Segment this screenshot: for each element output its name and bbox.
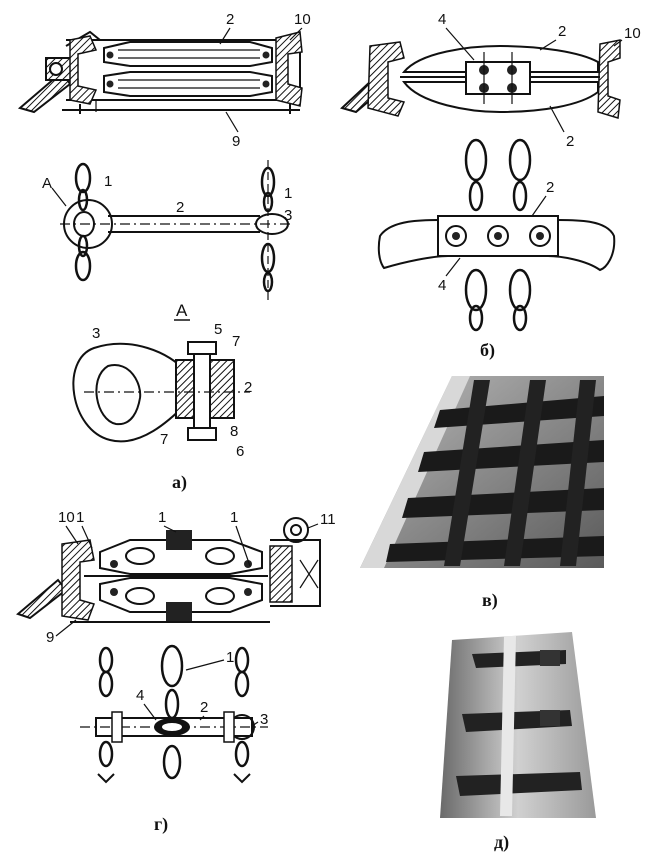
panel-a-plan-label: 1 — [284, 185, 292, 202]
panel-a-detail-label: 6 — [236, 443, 244, 460]
panel-g-plan-label: 1 — [226, 649, 234, 666]
panel-g-top-label: 11 — [320, 511, 336, 528]
panel-a-detail-label: 7 — [160, 431, 168, 448]
panel-b-top-label: 10 — [624, 25, 641, 42]
panel-g-top-label: 1 — [158, 509, 166, 526]
panel-a-top-label: 9 — [232, 133, 240, 150]
panel-g-top-label: 1 — [76, 509, 84, 526]
panel-a-top-label: 2 — [226, 11, 234, 28]
panel-a-plan-label: 3 — [284, 207, 292, 224]
panel-a-plan-label: 2 — [176, 199, 184, 216]
panel-a-top-label: 10 — [294, 11, 311, 28]
panel-a-plan-label: 1 — [104, 173, 112, 190]
panel-g-top-label: 1 — [230, 509, 238, 526]
panel-a-detail-label: 5 — [214, 321, 222, 338]
panel-b-top-label: 2 — [558, 23, 566, 40]
panel-g-plan-label: 3 — [260, 711, 268, 728]
panel-a-section-label: A — [42, 175, 52, 192]
panel-v-caption: в) — [482, 590, 498, 611]
panel-g-top-label: 10 — [58, 509, 75, 526]
panel-g-plan-label: 2 — [200, 699, 208, 716]
panel-g-section-view — [16, 517, 321, 623]
panel-a-plan-view — [60, 160, 290, 300]
panel-b-plan-label: 4 — [438, 277, 446, 294]
panel-d-photo — [440, 632, 596, 818]
panel-a-section-view — [17, 30, 303, 114]
panel-d-caption: д) — [494, 832, 509, 853]
panel-a-detail-label: 3 — [92, 325, 100, 342]
panel-g-plan-view — [80, 644, 268, 784]
panel-a-caption: а) — [172, 472, 187, 493]
panel-a-view-label: A — [176, 301, 188, 320]
panel-a-detail-label: 8 — [230, 423, 238, 440]
panel-a-detail-label: 2 — [244, 379, 252, 396]
panel-g-plan-label: 4 — [136, 687, 144, 704]
panel-v-photo — [360, 376, 604, 568]
panel-a-detail-view — [72, 341, 250, 443]
panel-b-top-label: 2 — [566, 133, 574, 150]
panel-b-plan-label: 2 — [546, 179, 554, 196]
panel-g-top-label: 9 — [46, 629, 54, 646]
panel-a-detail-label: 7 — [232, 333, 240, 350]
panel-b-caption: б) — [480, 340, 495, 361]
panel-g-caption: г) — [154, 814, 168, 835]
panel-b-section-view — [340, 39, 621, 119]
panel-b-plan-view — [377, 138, 616, 332]
panel-b-top-label: 4 — [438, 11, 446, 28]
